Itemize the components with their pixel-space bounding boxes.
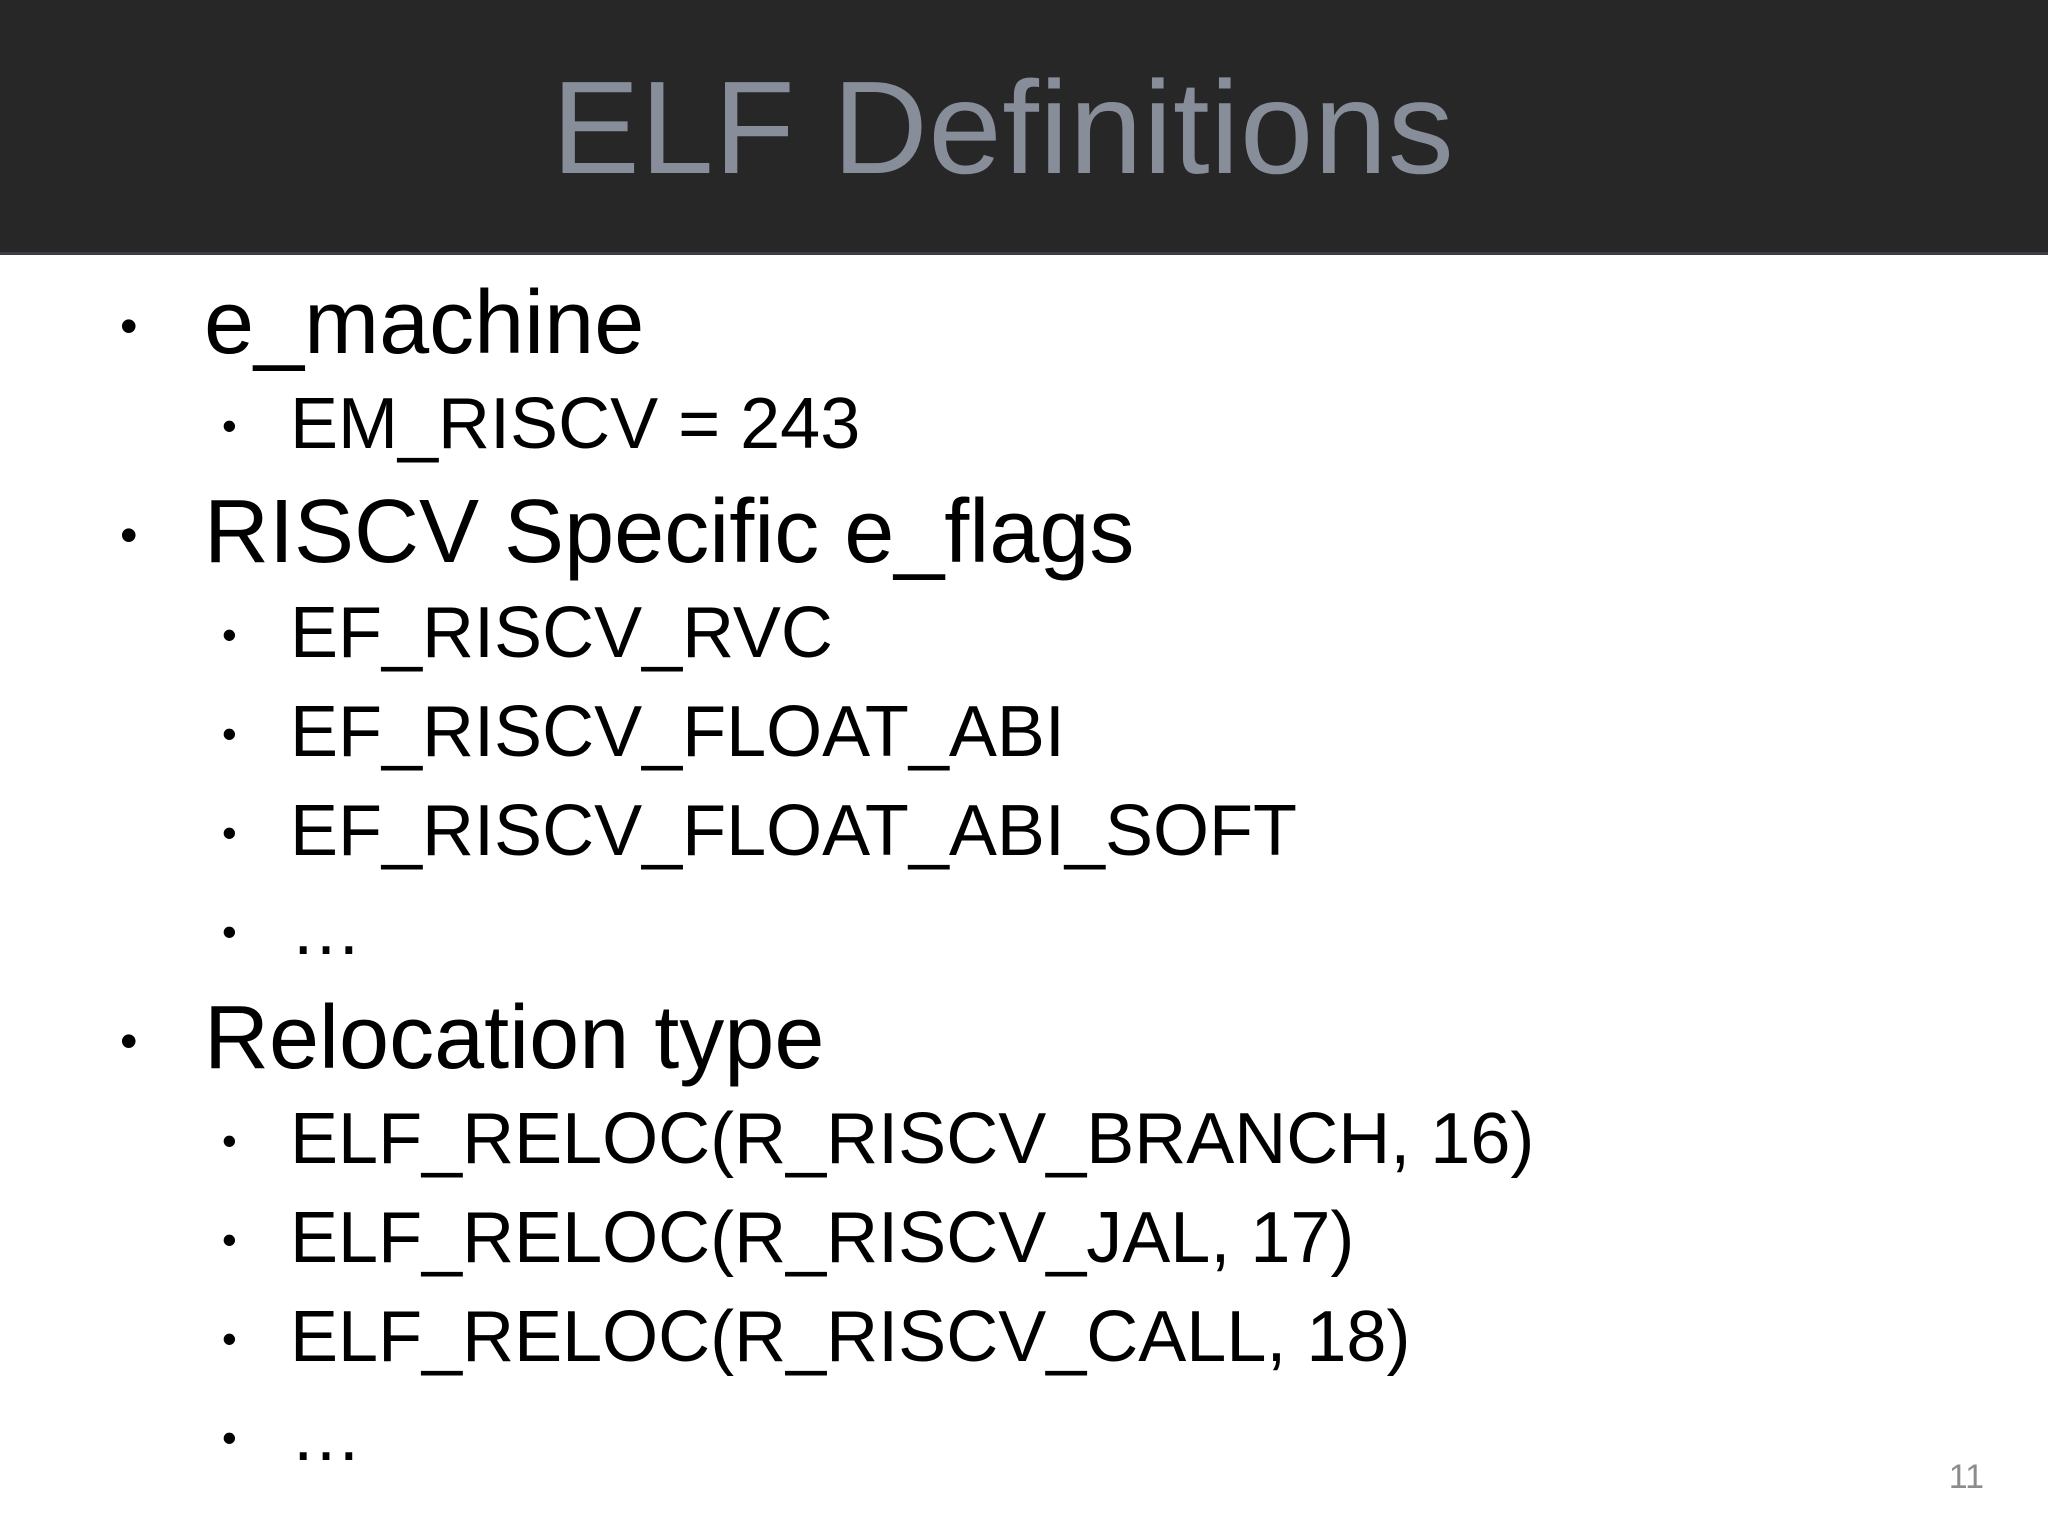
page-title: ELF Definitions — [551, 53, 1455, 201]
bullet-item-level-1: •RISCV Specific e_flags — [0, 487, 2048, 597]
bullet-item-level-2: •EF_RISCV_RVC — [0, 597, 2048, 696]
slide-body: •e_machine•EM_RISCV = 243•RISCV Specific… — [0, 258, 2048, 1536]
bullet-point-icon: • — [222, 710, 237, 757]
bullet-item-label: EF_RISCV_FLOAT_ABI_SOFT — [290, 791, 1297, 871]
bullet-item-level-2: •ELF_RELOC(R_RISCV_JAL, 17) — [0, 1202, 2048, 1301]
bullet-point-icon: • — [222, 1216, 237, 1263]
page-number: 11 — [1948, 1458, 1984, 1496]
bullet-item-label: … — [290, 890, 364, 970]
bullet-item-label: EF_RISCV_FLOAT_ABI — [290, 692, 1065, 772]
bullet-item-level-1: •e_machine — [0, 278, 2048, 388]
bullet-item-level-2: •… — [0, 1400, 2048, 1499]
bullet-item-label: EF_RISCV_RVC — [290, 593, 833, 673]
bullet-item-level-2: •EM_RISCV = 243 — [0, 388, 2048, 487]
bullet-point-icon: • — [120, 298, 138, 354]
bullet-item-level-2: •… — [0, 894, 2048, 993]
bullet-point-icon: • — [120, 507, 138, 563]
bullet-point-icon: • — [222, 402, 237, 449]
bullet-item-label: e_machine — [204, 273, 645, 373]
bullet-point-icon: • — [222, 611, 237, 658]
bullet-item-level-2: •ELF_RELOC(R_RISCV_CALL, 18) — [0, 1301, 2048, 1400]
bullet-point-icon: • — [222, 1414, 237, 1461]
slide-title-band: ELF Definitions — [0, 0, 2048, 255]
bullet-item-label: ELF_RELOC(R_RISCV_JAL, 17) — [290, 1198, 1355, 1278]
bullet-point-icon: • — [222, 1117, 237, 1164]
bullet-item-label: RISCV Specific e_flags — [204, 482, 1135, 582]
bullet-item-label: … — [290, 1396, 364, 1476]
bullet-list: •e_machine•EM_RISCV = 243•RISCV Specific… — [0, 278, 2048, 1499]
bullet-point-icon: • — [222, 809, 237, 856]
bullet-item-label: EM_RISCV = 243 — [290, 384, 861, 464]
bullet-item-label: Relocation type — [204, 988, 825, 1088]
bullet-item-level-2: •ELF_RELOC(R_RISCV_BRANCH, 16) — [0, 1103, 2048, 1202]
bullet-item-level-2: •EF_RISCV_FLOAT_ABI_SOFT — [0, 795, 2048, 894]
bullet-item-label: ELF_RELOC(R_RISCV_CALL, 18) — [290, 1297, 1411, 1377]
bullet-point-icon: • — [222, 908, 237, 955]
bullet-point-icon: • — [222, 1315, 237, 1362]
bullet-item-level-2: •EF_RISCV_FLOAT_ABI — [0, 696, 2048, 795]
bullet-point-icon: • — [120, 1013, 138, 1069]
bullet-item-level-1: •Relocation type — [0, 993, 2048, 1103]
bullet-item-label: ELF_RELOC(R_RISCV_BRANCH, 16) — [290, 1099, 1535, 1179]
